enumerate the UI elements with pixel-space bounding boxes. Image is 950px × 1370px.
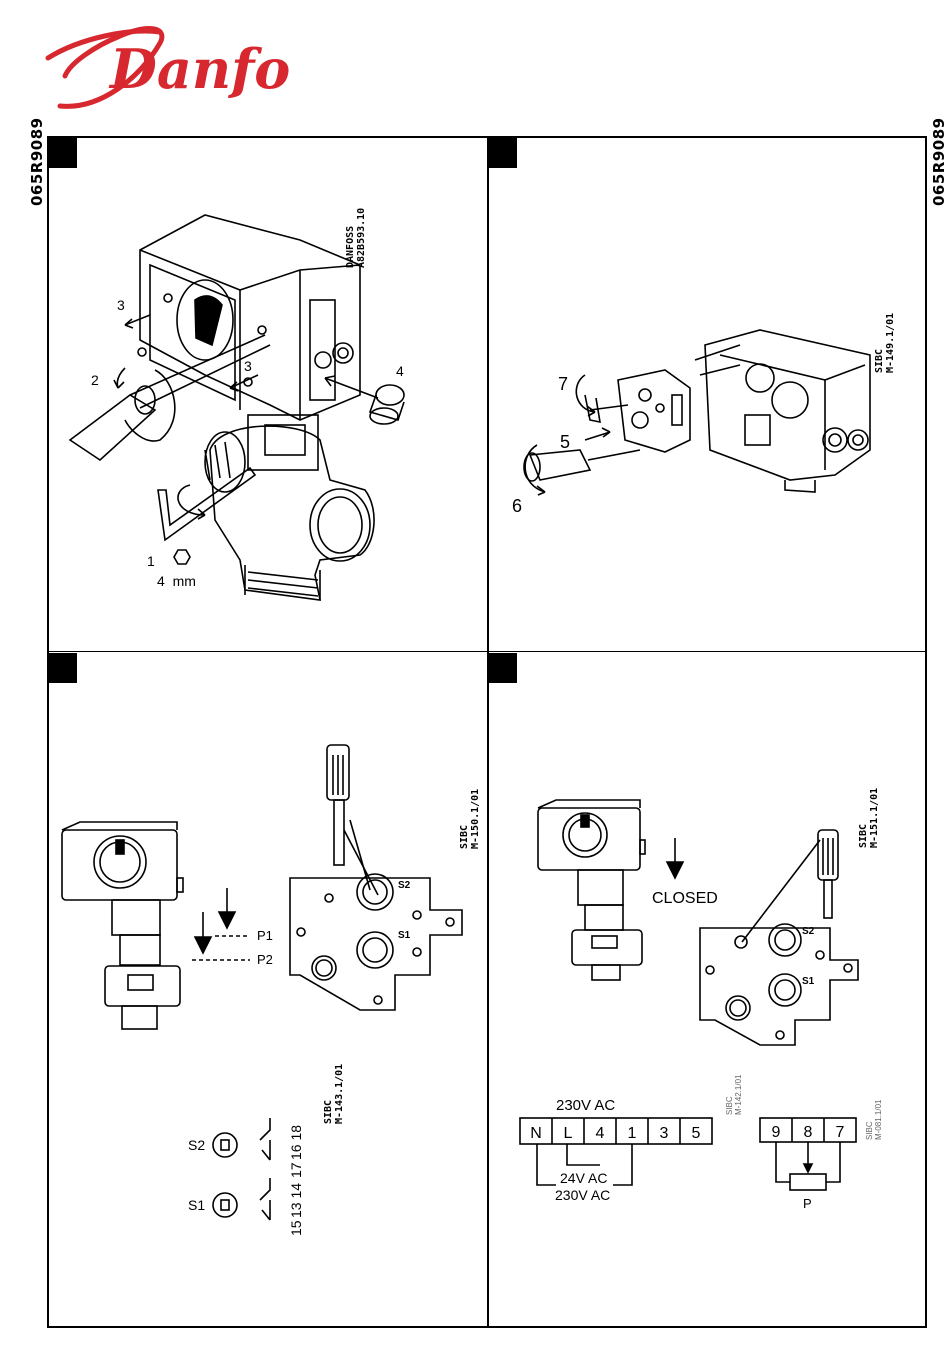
panel-4-ref-line2: M-151.1/01 [869,788,880,848]
terminal-3: 3 [660,1125,669,1142]
pot-ref-small: SIBC M-081.1/01 [865,1100,883,1140]
pot-terminal-8: 8 [804,1124,813,1141]
switch-plate-4 [700,924,858,1045]
closed-label: CLOSED [652,890,718,907]
terminal-n: N [530,1125,542,1142]
terminal-5: 5 [692,1125,701,1142]
supply-230v-label: 230V AC [555,1187,610,1203]
terminal-4: 4 [596,1125,605,1142]
terminal-l: L [564,1125,573,1142]
panel-4-ref-line1: SIBC [858,824,869,848]
pot-terminal-7: 7 [836,1124,845,1141]
plate4-s2-label: S2 [802,926,815,937]
pot-terminal-9: 9 [772,1124,781,1141]
actuator-assembly-4 [538,800,645,980]
supply-top-label: 230V AC [556,1097,615,1114]
plate4-s1-label: S1 [802,976,815,987]
supply-24v-label: 24V AC [560,1170,607,1186]
terminal-ref-small: SIBC M-142.1/01 [725,1075,743,1115]
terminal-1: 1 [628,1125,637,1142]
pot-label: P [803,1196,812,1211]
terminal-block [520,1118,712,1185]
